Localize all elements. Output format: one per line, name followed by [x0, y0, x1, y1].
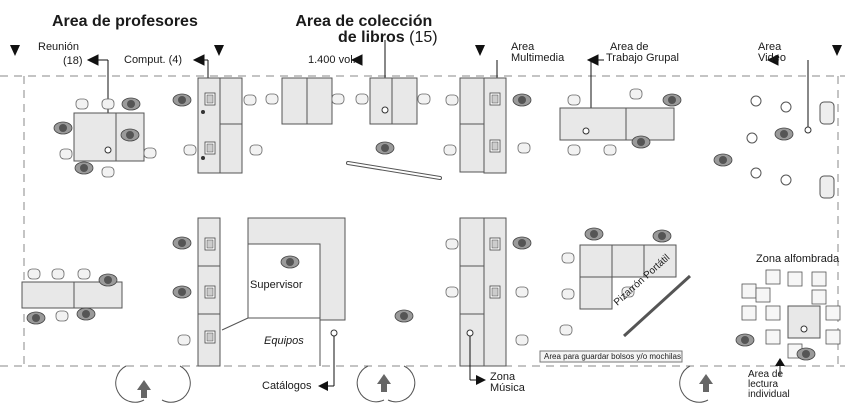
video-area — [746, 95, 835, 199]
collection-area-title: Area de colección de libros (15) — [290, 13, 438, 46]
collection-line1: Area de colección — [295, 13, 433, 30]
lower-group-table — [539, 227, 692, 363]
individual-reading-label: Area de lectura individual — [748, 370, 790, 400]
computer-desks-top — [172, 77, 263, 174]
multimedia-label: Area Multimedia — [511, 42, 564, 64]
entrance-arrow-icon — [10, 45, 842, 56]
teachers-area-label: Area de profesores — [52, 13, 198, 30]
reading-line3: individual — [748, 389, 790, 400]
supervisor-desk — [221, 217, 346, 391]
group-work-line1: Area de — [610, 41, 649, 53]
reunion-line1: Reunión — [38, 41, 79, 53]
computers-label: Comput. (4) — [124, 54, 183, 66]
catalogs-label: Catálogos — [262, 380, 312, 392]
video-line2: Video — [758, 52, 786, 64]
exit-arrow-icon — [137, 374, 713, 398]
teachers-area-title: Area de profesores — [52, 14, 198, 30]
group-work-label: Area de Trabajo Grupal — [606, 42, 679, 64]
group-work-line2: Trabajo Grupal — [606, 52, 679, 64]
reading-line2: lectura — [748, 379, 779, 390]
multimedia-line1: Area — [511, 41, 535, 53]
music-line1: Zona — [490, 371, 516, 383]
equipment-label: Equipos — [264, 335, 304, 347]
reunion-count: (18) — [63, 55, 83, 67]
multimedia-line2: Multimedia — [511, 52, 565, 64]
music-line2: Música — [490, 382, 525, 394]
group-work-table — [559, 88, 733, 167]
bags-storage-label: Area para guardar bolsos y/o mochilas — [544, 352, 681, 361]
volumes-label: 1.400 vol. — [308, 54, 356, 66]
bookshelves-top — [265, 77, 457, 180]
computer-desks-bottom — [172, 217, 221, 367]
study-table-left — [21, 268, 123, 325]
bottom-doors — [115, 365, 709, 403]
carpet-zone — [735, 269, 841, 376]
music-zone-desks — [394, 217, 532, 385]
reading-line1: Area de — [748, 369, 784, 380]
carpet-zone-label: Zona alfombrada — [756, 253, 840, 265]
multimedia-desks — [445, 77, 532, 174]
video-label: Area Video — [758, 42, 786, 64]
supervisor-label: Supervisor — [250, 279, 303, 291]
music-zone-label: Zona Música — [490, 372, 525, 394]
video-line1: Area — [758, 41, 782, 53]
reunion-table — [53, 97, 157, 178]
reunion-label: Reunión (18) — [38, 42, 83, 67]
collection-count: (15) — [409, 29, 438, 46]
pointer-arrows — [86, 40, 809, 148]
collection-line2: de libros — [338, 29, 405, 46]
